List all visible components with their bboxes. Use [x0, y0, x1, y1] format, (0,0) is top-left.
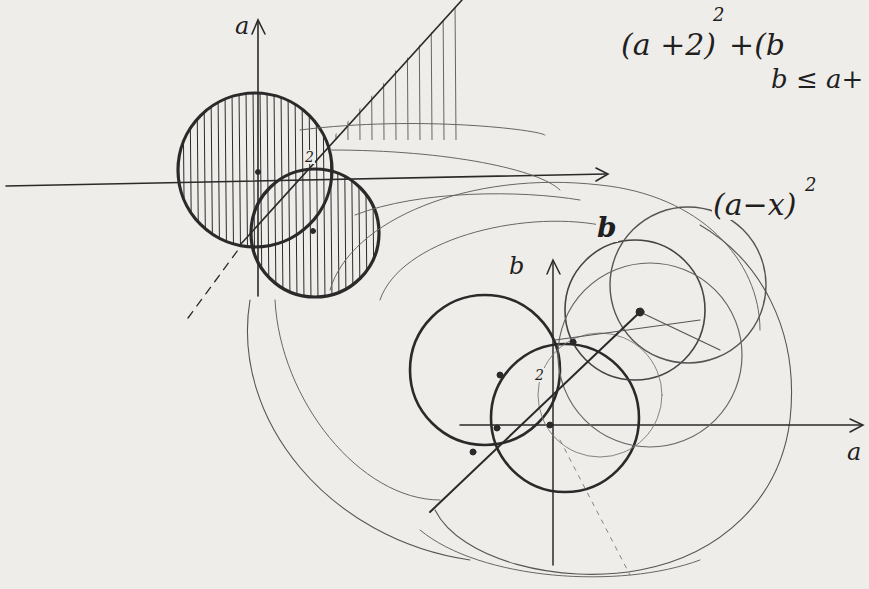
point: [311, 229, 316, 234]
axis-arrow: [252, 20, 265, 34]
sweep-arc: [330, 150, 560, 190]
axis-arrow: [850, 419, 863, 432]
variable-label: b: [596, 214, 618, 242]
axis-arrow: [547, 260, 560, 274]
tick-number: 2: [304, 150, 315, 164]
axis-line: [257, 22, 259, 296]
circle-outline: [610, 207, 766, 363]
circle-outline: [558, 263, 742, 447]
circle-outline: [491, 344, 639, 492]
exponent: 2: [712, 6, 725, 24]
construction-line: [640, 312, 720, 350]
circle-outline: [410, 295, 560, 445]
point: [256, 170, 261, 175]
construction-line: [560, 440, 630, 575]
inequality-text: b ≤ a+: [770, 66, 864, 92]
formula-text: +(b: [728, 30, 786, 60]
sweep-arc: [380, 221, 600, 300]
axis-label: b: [508, 254, 525, 278]
boundary-line: [430, 312, 640, 512]
circle-outline: [538, 333, 662, 457]
axis-label: a: [846, 440, 862, 464]
sweep-arc: [435, 225, 792, 574]
axis-label: a: [234, 14, 250, 38]
sweep-arc: [247, 300, 470, 560]
sweep-arc: [300, 124, 545, 135]
formula-text: (a−x): [712, 190, 797, 220]
tick-number: 2: [534, 368, 545, 382]
boundary-line: [240, 0, 462, 245]
sweep-arc: [420, 530, 700, 577]
sweep-arc: [355, 194, 580, 215]
circle-outline: [565, 240, 705, 380]
exponent: 2: [804, 176, 817, 194]
point: [570, 339, 576, 345]
formula-text: (a +2): [620, 30, 717, 60]
boundary-line: [188, 250, 238, 318]
axis-line: [552, 262, 554, 565]
axis-arrow: [596, 168, 608, 181]
point: [636, 308, 644, 316]
point: [494, 425, 500, 431]
point: [547, 422, 553, 428]
sweep-arc: [330, 182, 760, 330]
point: [497, 372, 503, 378]
point: [470, 449, 476, 455]
hatching: [176, 90, 381, 300]
